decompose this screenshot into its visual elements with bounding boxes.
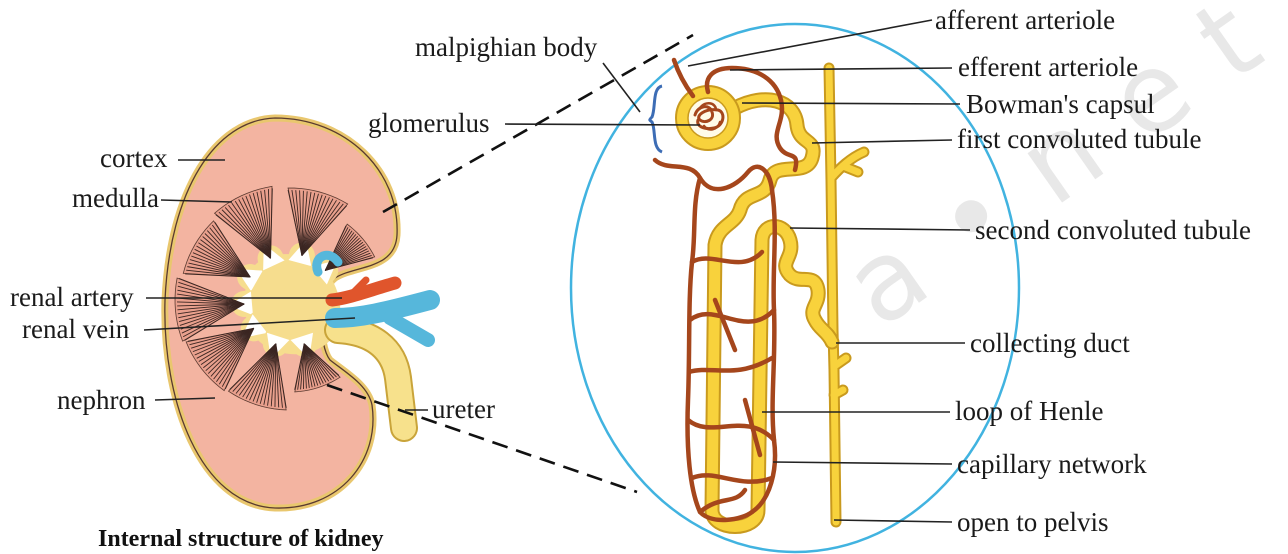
loop-of-henle-label: loop of Henle [955,396,1103,426]
efferent-arteriole-leader [730,68,952,70]
malpighian-body-brace [650,86,662,152]
capillary-network-label: capillary network [957,449,1147,479]
afferent-arteriole-label: afferent arteriole [935,5,1115,35]
second-convoluted-tubule-label: second convoluted tubule [975,215,1251,245]
renal-artery-label: renal artery [10,282,134,312]
afferent-arteriole-leader [688,20,932,66]
renal-vein-label: renal vein [22,314,130,344]
open-to-pelvis-leader [834,520,952,522]
medulla-label: medulla [72,183,159,213]
efferent-arteriole-label: efferent arteriole [958,52,1138,82]
bowmans-capsule-label: Bowman's capsul [966,89,1155,119]
open-to-pelvis-label: open to pelvis [957,507,1108,537]
kidney-section [165,118,430,508]
capillary-network-leader [773,462,952,464]
malpighian-body-leader [603,63,640,112]
nephron-label: nephron [57,385,146,415]
collecting-duct-spur-lumen [834,390,843,395]
bowmans-capsule-leader [742,103,960,104]
renal-vein-branch [390,318,428,340]
figure-title: Internal structure of kidney [98,526,384,552]
collecting-duct-label: collecting duct [970,328,1130,358]
capillary-vessel [655,160,772,190]
cortex-label: cortex [100,143,168,173]
first-convoluted-tubule-label: first convoluted tubule [957,124,1201,154]
glomerulus-label: glomerulus [368,108,490,138]
glomerulus-leader [505,124,700,125]
nephron [650,60,864,527]
ureter-label: ureter [432,394,495,424]
malpighian-body-label: malpighian body [415,32,598,62]
capillary-cross [692,252,762,262]
